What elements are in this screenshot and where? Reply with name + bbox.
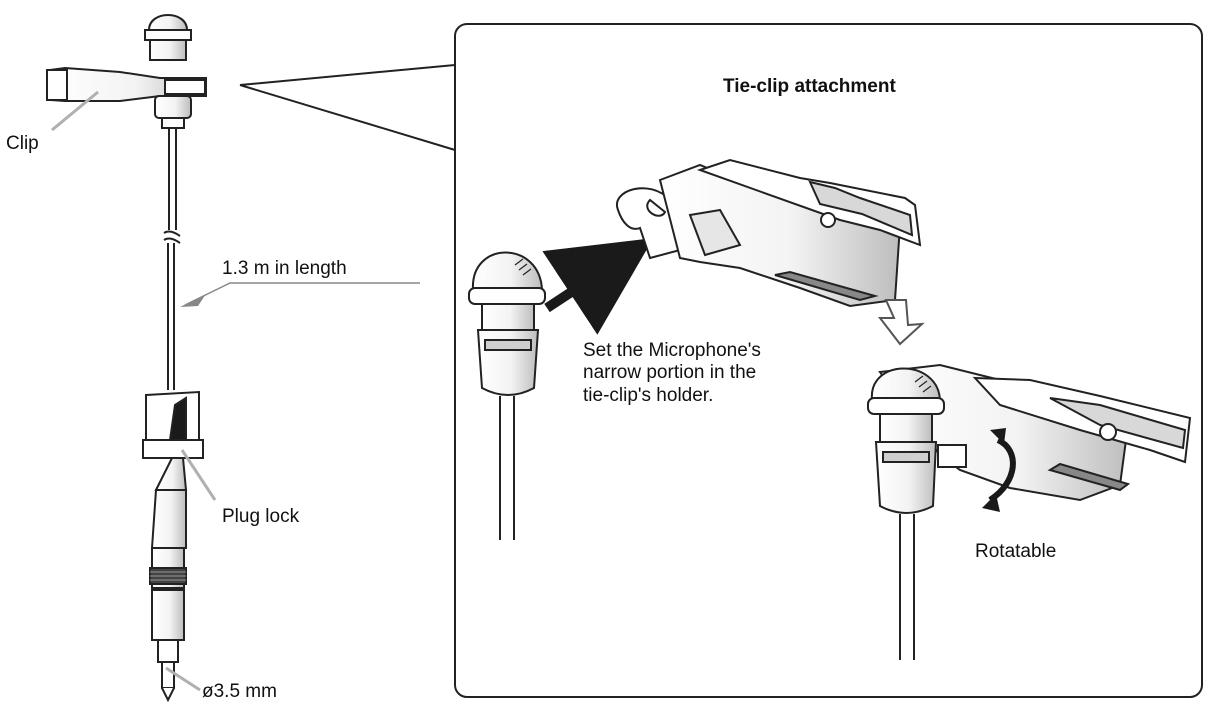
plug-lock-leader [180,449,217,501]
tie-clip-top [615,158,922,308]
length-leader [184,282,420,306]
zoom-callout-lines [239,64,456,151]
plug-diameter-label: ø3.5 mm [202,681,277,702]
microphone-assembly [46,14,207,703]
flow-arrow [877,299,925,346]
left-leader-lines [51,90,420,692]
rotatable-label: Rotatable [975,541,1057,562]
clip-leader [51,90,99,132]
detail-microphone-left [468,251,546,540]
cable-length-label: 1.3 m in length [222,258,347,279]
diameter-leader [165,666,201,692]
plug-lock-label: Plug lock [222,506,300,527]
detail-title: Tie-clip attachment [723,76,896,97]
clip-label: Clip [6,133,39,154]
insertion-arrow [542,238,654,335]
rotation-arrow [982,428,1016,512]
instruction-text: Set the Microphone's narrow portion in t… [583,340,761,406]
detail-panel [454,23,1203,698]
length-pointer-arrow [180,294,206,307]
